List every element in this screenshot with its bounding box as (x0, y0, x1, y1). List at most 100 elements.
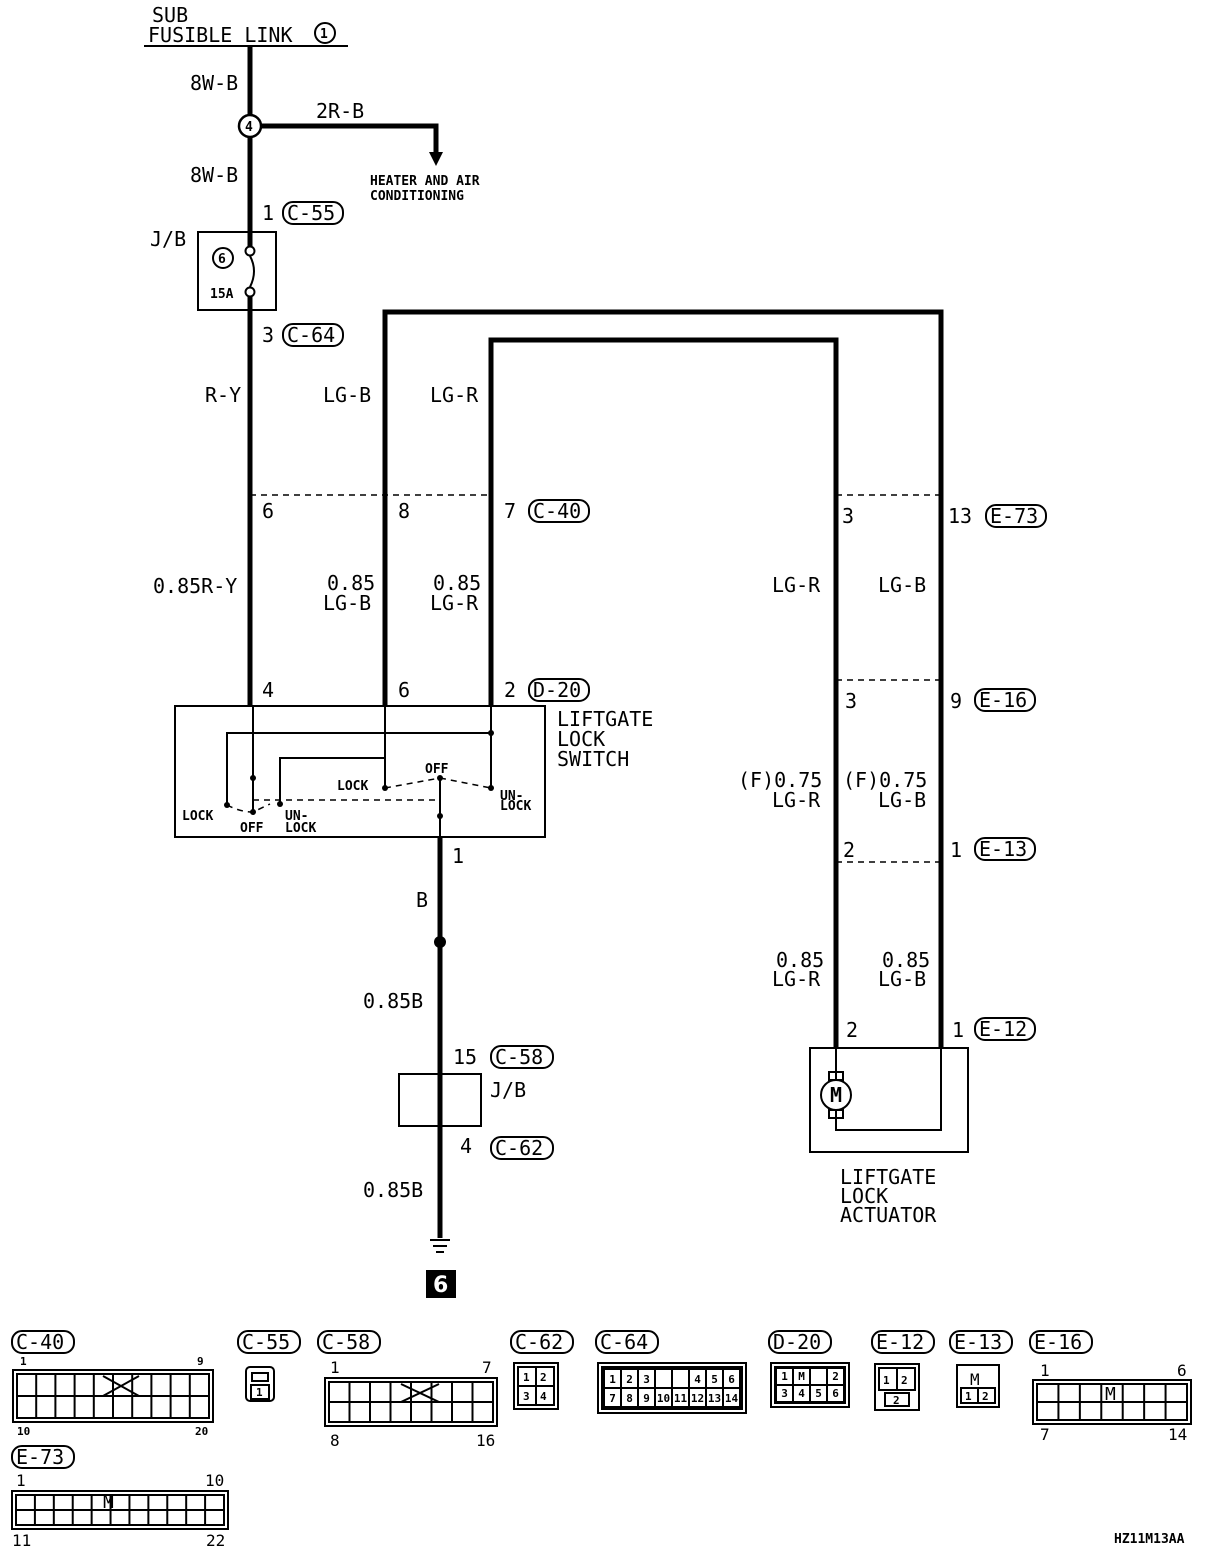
pin-d20-4: 4 (262, 678, 274, 702)
ground-point-number: 6 (433, 1273, 448, 1298)
legend-e13: E-13 M 1 2 (949, 1330, 1013, 1408)
wire-label-085b-a: 0.85B (363, 989, 423, 1013)
svg-text:1: 1 (16, 1471, 26, 1490)
wire-lgb (382, 309, 944, 1048)
svg-text:M: M (798, 1370, 805, 1383)
svg-text:C-40: C-40 (533, 499, 581, 523)
svg-text:C-55: C-55 (287, 201, 335, 225)
pin-c55: 1 (262, 201, 274, 225)
wire-label-085-lgb-right: LG-B (878, 967, 926, 991)
wire-label-8wb-top: 8W-B (190, 71, 238, 95)
connector-tag-e12: E-12 (974, 1017, 1036, 1041)
svg-text:11: 11 (674, 1392, 688, 1405)
svg-text:M: M (970, 1370, 980, 1389)
svg-text:14: 14 (1168, 1425, 1187, 1444)
pin-c58: 15 (453, 1045, 477, 1069)
svg-text:9: 9 (197, 1355, 204, 1368)
wire-label-8wb-bottom: 8W-B (190, 163, 238, 187)
connector-tag-c40: C-40 (528, 499, 590, 523)
switch-unlock-label-right-2: LOCK (500, 799, 531, 814)
svg-text:M: M (1105, 1384, 1116, 1405)
svg-text:E-73: E-73 (990, 504, 1038, 528)
connector-tag-e16: E-16 (974, 688, 1036, 712)
pin-e13-2: 2 (843, 838, 855, 862)
connector-tag-c58: C-58 (490, 1045, 554, 1069)
svg-text:8: 8 (330, 1431, 340, 1450)
ground-point-box (426, 1270, 456, 1298)
pin-e12-2: 2 (846, 1018, 858, 1042)
wire-label-f075-lgb: LG-B (878, 788, 926, 812)
junction-block-fuse (197, 231, 277, 311)
wire-2rb (261, 123, 439, 158)
splice-number: 4 (245, 120, 253, 135)
svg-text:2: 2 (832, 1370, 839, 1383)
motor-icon (820, 1079, 852, 1111)
heater-label-1: HEATER AND AIR (370, 174, 480, 189)
pin-e13-1: 1 (950, 838, 962, 862)
svg-text:E-73: E-73 (16, 1445, 64, 1469)
liftgate-lock-switch: LOCK OFF UN- LOCK LOCK OFF UN- LOCK (174, 705, 546, 838)
svg-text:2: 2 (982, 1390, 989, 1403)
splice-dot (434, 936, 446, 948)
diagram-code: HZ11M13AA (1114, 1532, 1185, 1547)
svg-text:1: 1 (1040, 1361, 1050, 1380)
svg-text:7: 7 (482, 1358, 492, 1377)
actuator-title-2: LOCK (840, 1184, 888, 1208)
switch-lock-label-left: LOCK (182, 809, 213, 824)
svg-text:D-20: D-20 (533, 678, 581, 702)
wire-label-085b-b: 0.85B (363, 1178, 423, 1202)
pin-c64: 3 (262, 323, 274, 347)
wire-label-085-e: 0.85 (776, 948, 824, 972)
svg-text:2: 2 (626, 1373, 633, 1386)
svg-text:6: 6 (1177, 1361, 1187, 1380)
switch-title-3: SWITCH (557, 747, 629, 771)
wire-label-ry: R-Y (205, 383, 241, 407)
fuse-number: 6 (218, 252, 226, 267)
legend-c40: C-40 1 9 10 20 (11, 1330, 214, 1438)
wire-label-lgb: LG-B (323, 383, 371, 407)
svg-text:C-62: C-62 (495, 1136, 543, 1160)
wire-label-085-lgr-right: LG-R (772, 967, 821, 991)
svg-text:E-13: E-13 (979, 837, 1027, 861)
fusible-link-number: 1 (320, 27, 328, 42)
pin-e73-3: 3 (842, 504, 854, 528)
svg-text:4: 4 (540, 1390, 547, 1403)
heater-label-2: CONDITIONING (370, 189, 464, 204)
fuse-icon (249, 255, 255, 288)
wire-label-085-lgb: LG-B (323, 591, 371, 615)
svg-text:1: 1 (781, 1370, 788, 1383)
switch-title-2: LOCK (557, 727, 605, 751)
svg-text:4: 4 (798, 1387, 805, 1400)
wire-label-085-f: 0.85 (882, 948, 930, 972)
wire-label-085-a: 0.85 (327, 571, 375, 595)
svg-text:6: 6 (832, 1387, 839, 1400)
svg-text:5: 5 (711, 1373, 718, 1386)
switch-off-label-right: OFF (425, 762, 449, 777)
connector-tag-e73: E-73 (985, 504, 1047, 528)
wire-label-085-lgr: LG-R (430, 591, 479, 615)
svg-text:C-64: C-64 (600, 1330, 648, 1354)
legend-e12: E-12 1 2 2 (871, 1330, 935, 1411)
switch-off-label-left: OFF (240, 821, 264, 836)
svg-text:12: 12 (691, 1392, 704, 1405)
svg-text:E-13: E-13 (954, 1330, 1002, 1354)
pin-switch-out: 1 (452, 844, 464, 868)
wire-lgr (488, 337, 839, 1048)
svg-text:13: 13 (708, 1392, 721, 1405)
actuator-title-1: LIFTGATE (840, 1165, 936, 1189)
connector-tag-e13: E-13 (974, 837, 1036, 861)
svg-text:E-12: E-12 (876, 1330, 924, 1354)
switch-lock-label-right: LOCK (337, 779, 368, 794)
switch-title-1: LIFTGATE (557, 707, 653, 731)
svg-text:E-16: E-16 (979, 688, 1027, 712)
legend-e16: E-16 1 6 M 7 14 (1029, 1330, 1192, 1444)
switch-unlock-label-left-1: UN- (285, 809, 308, 824)
wire-label-085ry: 0.85R-Y (153, 574, 237, 598)
svg-text:3: 3 (643, 1373, 650, 1386)
svg-text:6: 6 (728, 1373, 735, 1386)
svg-text:C-62: C-62 (515, 1330, 563, 1354)
svg-text:22: 22 (206, 1531, 225, 1550)
svg-text:M: M (103, 1492, 114, 1513)
svg-text:E-12: E-12 (979, 1017, 1027, 1041)
wire-label-f075-b: (F)0.75 (843, 768, 927, 792)
